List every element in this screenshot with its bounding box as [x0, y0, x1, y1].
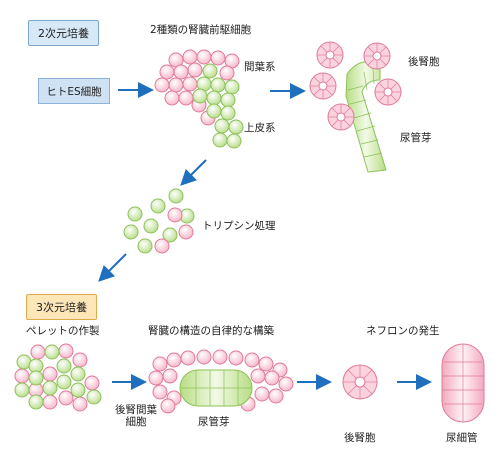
pellet-label: ペレットの作製: [26, 325, 100, 337]
self-organization-label: 腎臓の構造の自律的な構築: [148, 325, 274, 337]
es-cell-box: ヒトES細胞: [38, 78, 110, 104]
es-cell-label: ヒトES細胞: [46, 85, 102, 98]
epithelium-label: 上皮系: [244, 122, 276, 134]
renal-vesicle-shape: [342, 364, 378, 400]
tubule-label: 尿細管: [446, 432, 478, 444]
culture-2d-tag: 2次元培養: [28, 20, 99, 46]
kidney-structure-top: [309, 41, 402, 173]
ureter-bud-label-2: 尿管芽: [198, 416, 230, 428]
mesenchyme-label: 間葉系: [244, 61, 276, 73]
culture-3d-tag: 3次元培養: [26, 294, 97, 320]
arrow-to-3d: [98, 253, 127, 282]
mesenchyme-cell-label: 後腎間葉 細胞: [110, 404, 162, 428]
precursor-cluster: [154, 49, 244, 149]
metanephros-label: 後腎胞: [408, 56, 440, 68]
self-organized-structure: [148, 349, 294, 414]
precursor-title: 2種類の腎臓前駆細胞: [150, 24, 252, 36]
mesenchyme-cell-line1: 後腎間葉: [115, 404, 157, 416]
metanephric-vesicles: [309, 41, 402, 131]
mesenchyme-cell-line2: 細胞: [125, 416, 147, 429]
dissociated-cells: [123, 188, 195, 254]
ureter-bud-label: 尿管芽: [400, 132, 432, 144]
arrow-to-trypsin: [180, 159, 207, 186]
tubule-shape: [441, 343, 485, 423]
nephron-dev-label: ネフロンの発生: [366, 325, 440, 337]
pellet-cluster: [14, 343, 102, 412]
renal-vesicle-label: 後腎胞: [344, 432, 376, 444]
trypsin-label: トリプシン処理: [202, 220, 276, 232]
